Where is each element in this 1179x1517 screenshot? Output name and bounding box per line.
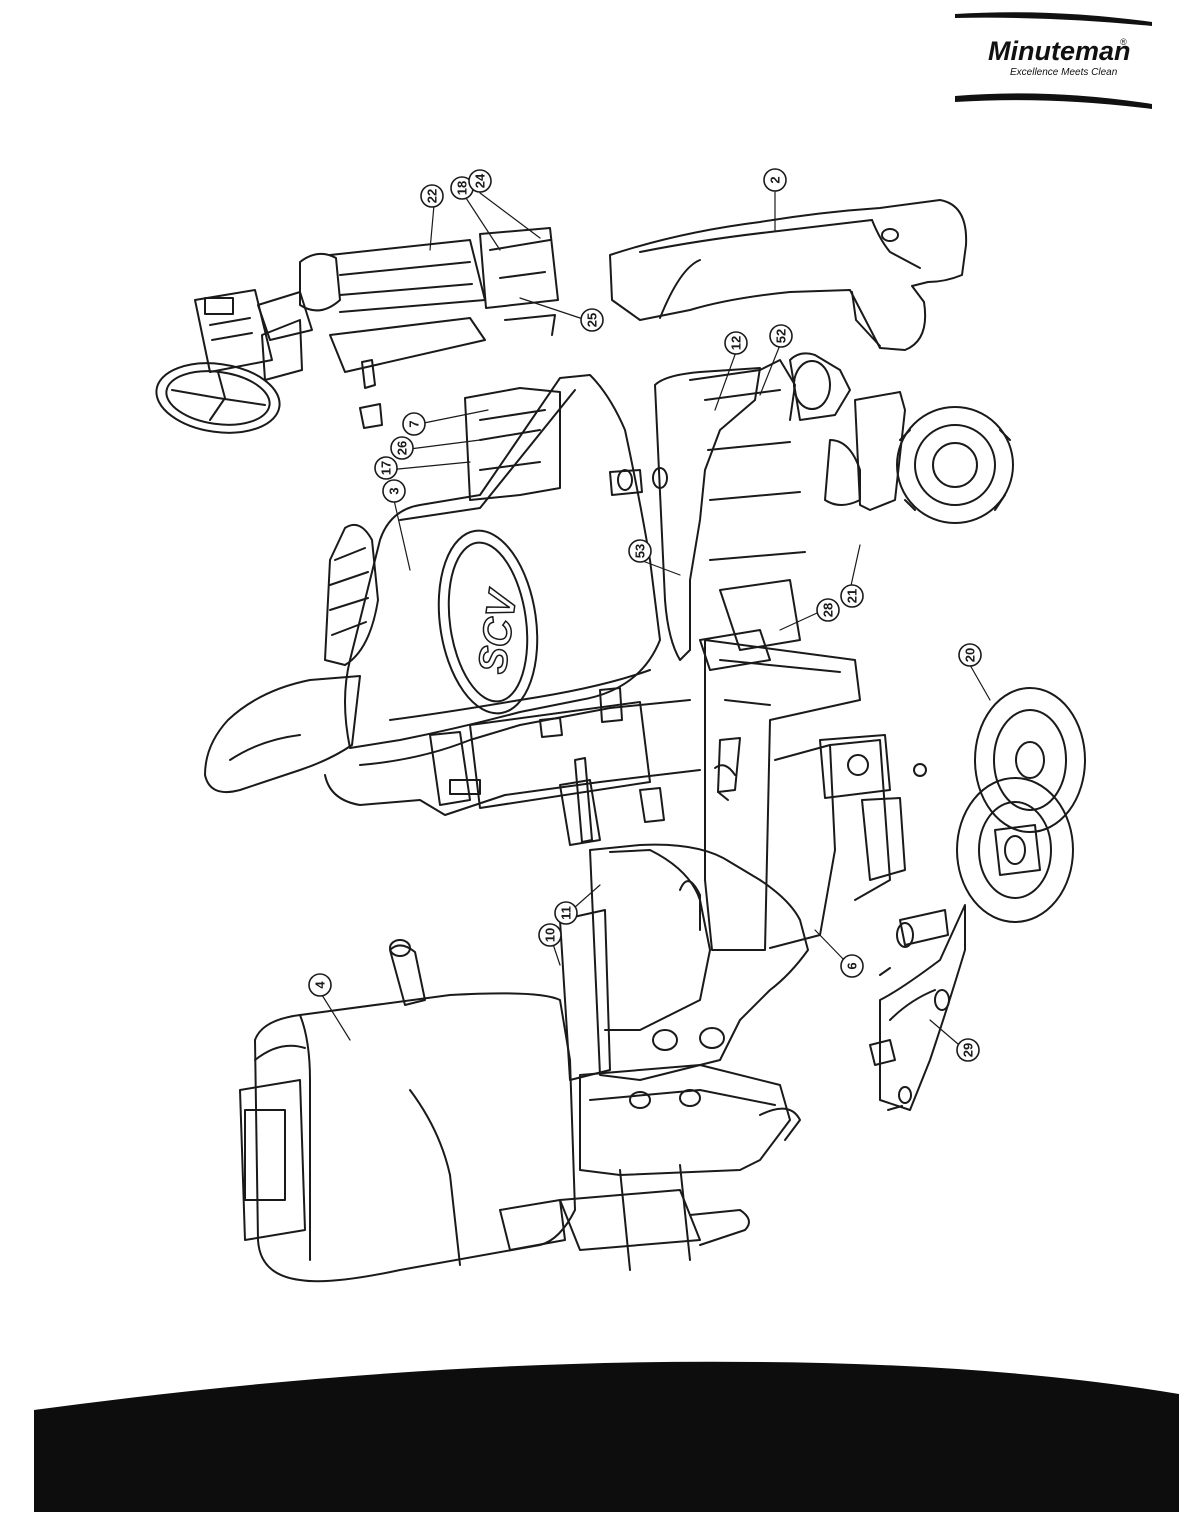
callout-circle (763, 168, 787, 192)
callout-number: 10 (543, 928, 558, 942)
callout-circle (402, 412, 426, 436)
callout-number: 52 (774, 329, 789, 343)
callout-29: 29 (956, 1038, 980, 1062)
callout-circle (420, 184, 444, 208)
callout-number: 18 (455, 181, 470, 195)
part-steering-wheel (155, 362, 281, 434)
callout-circle (840, 584, 864, 608)
callout-21: 21 (840, 584, 864, 608)
part-drive-wheel (896, 406, 1014, 524)
callout-number: 20 (963, 648, 978, 662)
callout-10: 10 (538, 923, 562, 947)
callout-number: 3 (387, 487, 402, 494)
callout-number: 11 (559, 906, 574, 920)
brand-tagline: Excellence Meets Clean (1010, 67, 1118, 78)
part-rear-wheels (956, 687, 1086, 923)
callout-number: 4 (313, 981, 328, 989)
callout-circle (724, 331, 748, 355)
brand-name: Minuteman (988, 36, 1131, 66)
callout-11: 11 (554, 901, 578, 925)
part-squeegee-assembly (869, 904, 966, 1111)
callout-25: 25 (580, 308, 604, 332)
callout-28: 28 (816, 598, 840, 622)
callout-20: 20 (958, 643, 982, 667)
callout-number: 7 (407, 420, 422, 427)
callout-number: 25 (585, 313, 600, 327)
part-rear-frame (704, 639, 927, 951)
callout-circle (468, 169, 492, 193)
callout-circle (382, 479, 406, 503)
callout-number: 6 (845, 962, 860, 969)
callout-number: 28 (821, 603, 836, 617)
callout-circle (538, 923, 562, 947)
callout-circle (390, 436, 414, 460)
part-main-body-shell (204, 374, 701, 816)
callout-circle (816, 598, 840, 622)
callout-circle (374, 456, 398, 480)
callout-circle (769, 324, 793, 348)
brand-registered-mark: ® (1120, 37, 1127, 47)
part-center-linkage (539, 629, 771, 846)
callout-2: 2 (763, 168, 787, 192)
part-brush-deck (559, 1064, 801, 1271)
callout-number: 21 (845, 589, 860, 603)
callout-52: 52 (769, 324, 793, 348)
callout-number: 12 (729, 336, 744, 350)
callout-leaders (321, 191, 991, 1051)
callout-17: 17 (374, 456, 398, 480)
part-steering-column (194, 227, 559, 429)
callout-circle (308, 973, 332, 997)
part-tank (239, 939, 576, 1283)
brand-logo: Minuteman ® Excellence Meets Clean (955, 12, 1152, 109)
part-battery-cover (559, 843, 809, 1109)
callout-number: 29 (961, 1043, 976, 1057)
part-drive-platform (609, 352, 906, 661)
callout-24: 24 (468, 169, 492, 193)
callout-number: 24 (473, 173, 488, 188)
callout-circle (958, 643, 982, 667)
callout-circle (628, 539, 652, 563)
callout-53: 53 (628, 539, 652, 563)
callout-3: 3 (382, 479, 406, 503)
callout-number: 22 (425, 189, 440, 203)
callout-4: 4 (308, 973, 332, 997)
callout-number: 53 (633, 544, 648, 558)
body-lettering: SCV (470, 585, 525, 676)
callout-circle (580, 308, 604, 332)
callout-circle (956, 1038, 980, 1062)
callout-number: 26 (395, 441, 410, 455)
callout-22: 22 (420, 184, 444, 208)
callout-number: 17 (379, 461, 394, 475)
footer-swoosh-band (34, 1361, 1179, 1512)
callout-26: 26 (390, 436, 414, 460)
callout-circle (554, 901, 578, 925)
callout-7: 7 (402, 412, 426, 436)
callout-circle (840, 954, 864, 978)
callout-12: 12 (724, 331, 748, 355)
callout-number: 2 (768, 176, 783, 183)
callout-6: 6 (840, 954, 864, 978)
part-hood-cover (609, 199, 968, 351)
